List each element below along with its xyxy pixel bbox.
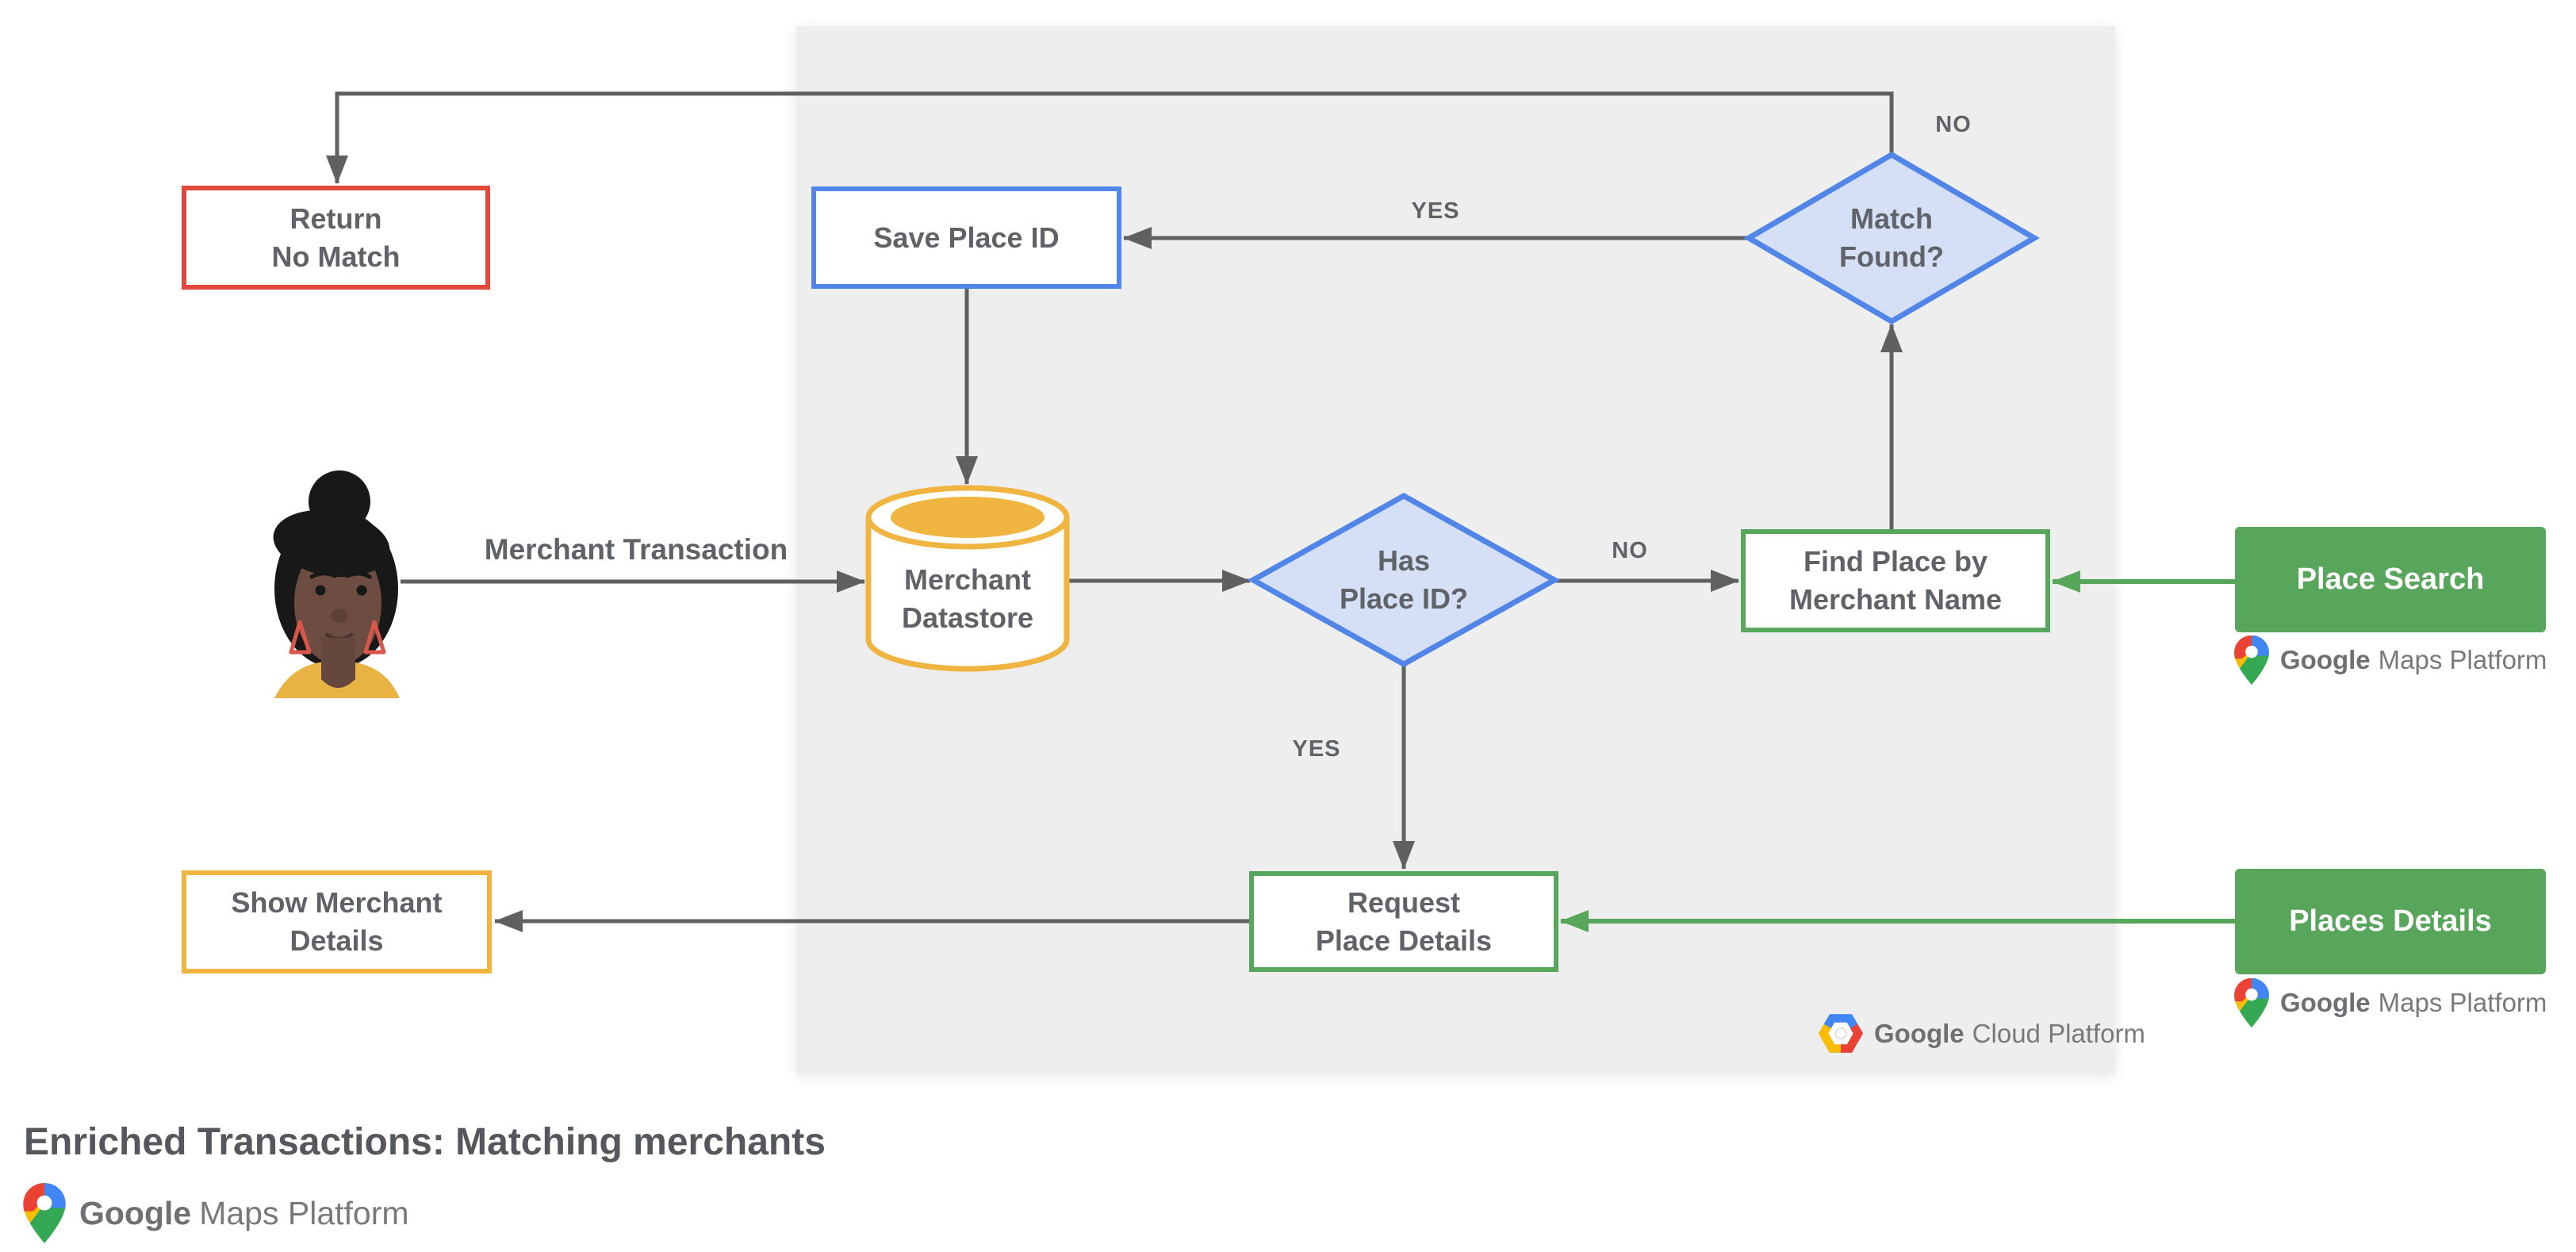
node-request-place-details: Request Place Details (1249, 871, 1558, 972)
edge-label-hasplaceid-no: NO (1612, 537, 1648, 563)
brand-google: Google (2280, 645, 2371, 674)
api-place-search: Place Search (2235, 527, 2546, 632)
match-found-label: Match Found? (1839, 202, 1944, 273)
edge-label-matchfound-yes: YES (1411, 198, 1460, 224)
maps-pin-icon (22, 1182, 67, 1244)
brand-maps-platform: Maps Platform (2378, 988, 2547, 1017)
merchant-datastore-label: Merchant Datastore (901, 563, 1034, 634)
gmp-lockup-place-search: Google Maps Platform (2233, 635, 2547, 686)
edge-label-matchfound-no: NO (1935, 111, 1972, 137)
gcp-lockup: Google Cloud Platform (1819, 1014, 2145, 1053)
has-place-id-label: Has Place ID? (1339, 544, 1469, 615)
node-find-place-by-merchant-name: Find Place by Merchant Name (1741, 529, 2050, 632)
brand-maps-platform: Maps Platform (199, 1194, 409, 1231)
gmp-lockup-places-details: Google Maps Platform (2233, 977, 2547, 1028)
node-save-place-id: Save Place ID (811, 186, 1121, 289)
brand-cloud-platform: Cloud Platform (1972, 1018, 2145, 1048)
brand-google: Google (79, 1194, 192, 1231)
brand-google: Google (1874, 1018, 1965, 1048)
maps-pin-icon (2233, 977, 2270, 1028)
api-places-details: Places Details (2235, 869, 2546, 974)
node-return-no-match: Return No Match (182, 186, 490, 290)
edge-label-merchant-transaction: Merchant Transaction (484, 533, 788, 566)
brand-google: Google (2280, 988, 2371, 1017)
gmp-lockup-footer: Google Maps Platform (22, 1182, 409, 1244)
edge-label-hasplaceid-yes: YES (1292, 735, 1341, 762)
node-show-merchant-details: Show Merchant Details (182, 870, 492, 974)
merchant-user-avatar (268, 468, 404, 704)
maps-pin-icon (2233, 635, 2270, 686)
person-icon (273, 470, 400, 698)
brand-maps-platform: Maps Platform (2378, 645, 2547, 674)
diagram-title: Enriched Transactions: Matching merchant… (24, 1121, 826, 1163)
cloud-hexagon-icon (1819, 1014, 1863, 1053)
